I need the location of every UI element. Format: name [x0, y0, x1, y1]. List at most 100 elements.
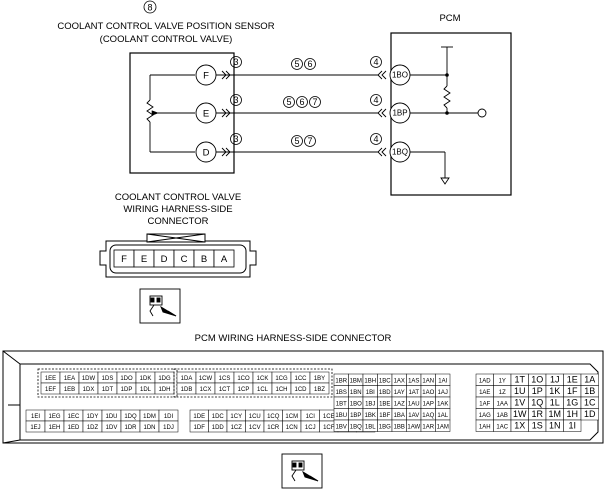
pin-label: 1AL [437, 413, 448, 419]
pin-label: 1DV [106, 425, 118, 431]
svg-text:7: 7 [307, 136, 312, 146]
pin-label: 1I [568, 420, 576, 430]
svg-text:4: 4 [373, 57, 378, 67]
pin-label: 1DY [87, 414, 99, 420]
pin-label: 1BY [314, 376, 325, 382]
pin-label: 1T [514, 374, 525, 384]
pcm-internal-circuit [410, 46, 487, 185]
pin-label: 1E [567, 374, 578, 384]
pin-label: 1AR [422, 424, 434, 430]
pcm-connector-title: PCM WIRING HARNESS-SIDE CONNECTOR [195, 333, 392, 344]
pcm-pin-1bp: 1BP [389, 102, 411, 124]
pin-cell [154, 382, 175, 395]
pcm-connector-marker-1: 4 [370, 56, 382, 68]
pin-label: 1C [584, 397, 596, 407]
pin-label: 1AX [394, 378, 405, 384]
sensor-number: 8 [143, 0, 157, 14]
pcm-connector-marker-2: 4 [370, 94, 382, 106]
svg-text:D: D [203, 148, 210, 159]
svg-text:8: 8 [147, 3, 152, 13]
sensor-connector-marker-3: 3 [230, 133, 242, 145]
pin-label: 1CW [199, 376, 213, 382]
svg-text:F: F [203, 71, 209, 82]
pin-label: 1M [548, 409, 561, 419]
pin-label: 1AH [479, 424, 491, 430]
pin-label: 1CI [306, 414, 316, 420]
sensor-title: COOLANT CONTROL VALVE POSITION SENSOR [57, 21, 274, 32]
pin-label: 1O [531, 374, 543, 384]
pin-label: 1DT [102, 387, 114, 393]
pin-label: 1AW [407, 424, 420, 430]
pin-cell [435, 419, 451, 432]
pin-label: 1BE [379, 401, 390, 407]
potentiometer-symbol [146, 74, 195, 153]
pin-label: 1ED [68, 425, 80, 431]
pin-cell [563, 419, 582, 432]
wire-note-2: 5 6 7 [283, 96, 321, 108]
pin-label: 1R [531, 409, 543, 419]
pin-label: 1EE [45, 376, 56, 382]
svg-text:A: A [221, 254, 228, 265]
pin-block-frame [173, 368, 333, 398]
pin-label: 1AB [497, 413, 508, 419]
pin-label: 1EG [48, 414, 60, 420]
pin-label: 1BK [365, 413, 376, 419]
pin-label: 1CC [294, 376, 307, 382]
svg-text:6: 6 [299, 97, 304, 107]
pcm-pin-1bo: 1BO [389, 64, 411, 86]
pin-label: 1BV [336, 424, 347, 430]
pin-label: 1V [514, 397, 525, 407]
pin-label: 1DL [140, 387, 152, 393]
pin-label: 1AO [422, 390, 434, 396]
pin-label: 1H [566, 409, 578, 419]
pin-label: 1AN [422, 378, 434, 384]
pcm-connector-marker-3: 4 [370, 133, 382, 145]
pin-label: 1BF [379, 413, 390, 419]
pin-label: 1DJ [163, 425, 174, 431]
sensor-pin-d: D [195, 141, 217, 163]
svg-text:E: E [141, 254, 147, 265]
pin-label: 1AF [479, 401, 490, 407]
pin-label: 1DW [82, 376, 96, 382]
pin-label: 1BZ [314, 387, 325, 393]
pin-label: 1AK [437, 401, 448, 407]
pin-label: 1AE [479, 390, 490, 396]
pin-label: 1AP [423, 401, 434, 407]
pin-label: 1Z [499, 390, 506, 396]
pin-label: 1BO [350, 401, 362, 407]
pin-label: 1BD [379, 390, 391, 396]
pin-label: 1CN [286, 425, 298, 431]
pin-label: 1BN [350, 390, 362, 396]
pin-label: 1AY [394, 390, 405, 396]
pin-label: 1CH [275, 387, 287, 393]
svg-text:6: 6 [307, 59, 312, 69]
pin-label: 1CX [200, 387, 212, 393]
pin-label: 1AS [408, 378, 419, 384]
pin-label: 1CD [294, 387, 307, 393]
svg-text:4: 4 [373, 134, 378, 144]
pin-label: 1CJ [305, 425, 316, 431]
sensor-pin-e: E [195, 102, 217, 124]
svg-text:1BP: 1BP [392, 109, 407, 118]
sensor-subtitle: (COOLANT CONTROL VALVE) [100, 34, 233, 45]
pin-label: 1CU [249, 414, 261, 420]
pin-label: 1BC [379, 378, 391, 384]
pin-cell [580, 408, 599, 421]
pin-label: 1DA [181, 376, 193, 382]
pcm-pin-1bq: 1BQ [389, 141, 411, 163]
pin-label: 1BI [366, 390, 375, 396]
pin-label: 1DR [124, 425, 137, 431]
pin-label: 1DZ [87, 425, 99, 431]
pin-label: 1DG [158, 376, 171, 382]
pin-label: 1DE [193, 414, 205, 420]
svg-text:D: D [161, 254, 168, 265]
harness-pins: F E D C B A [113, 249, 235, 268]
pin-label: 1DI [164, 414, 174, 420]
probe-icon [139, 288, 181, 324]
junction-dot [445, 73, 449, 77]
svg-text:3: 3 [233, 57, 238, 67]
pin-label: 1CQ [267, 414, 280, 420]
pin-label: 1EB [64, 387, 75, 393]
pin-label: 1DK [140, 376, 152, 382]
